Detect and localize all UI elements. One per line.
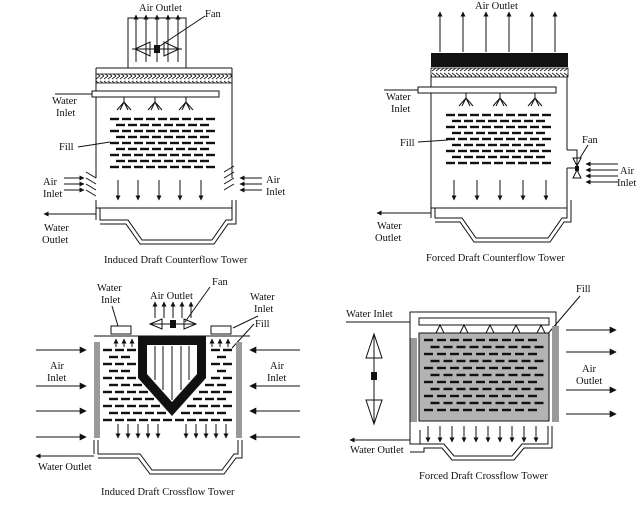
right-louvers: [223, 165, 235, 191]
caption-forced-counterflow: Forced Draft Counterflow Tower: [426, 253, 565, 264]
air-inlet-right-label-2: Inlet: [266, 187, 285, 198]
fill-leader: [77, 141, 111, 148]
air-outlet-label: Air Outlet: [475, 1, 518, 12]
cold-water-basin: [95, 200, 237, 245]
air-outlet-label-2: Outlet: [576, 376, 602, 387]
falling-water-arrows: [115, 180, 204, 201]
fan-label: Fan: [582, 135, 599, 146]
air-inlet-left-arrows: [36, 346, 87, 441]
fill-label: Fill: [255, 319, 270, 330]
water-outlet-label-1: Water: [377, 221, 402, 232]
cold-water-basin: [430, 200, 572, 243]
air-outlet-arrows: [152, 301, 194, 318]
fan-icon: [132, 41, 182, 57]
drift-eliminator: [430, 67, 569, 78]
air-inlet-left-label-2: Inlet: [43, 189, 62, 200]
water-outlet-label: Water Outlet: [38, 462, 92, 473]
air-inlet-left-label-1: Air: [43, 177, 58, 188]
fill-label: Fill: [576, 284, 591, 295]
water-inlet-right-label-1: Water: [250, 292, 275, 303]
water-outlet-label: Water Outlet: [350, 445, 404, 456]
drift-eliminator: [95, 73, 233, 84]
tower-casing: [430, 77, 568, 209]
left-louvers: [85, 171, 97, 197]
water-outlet-label-2: Outlet: [375, 233, 401, 244]
air-inlet-right-label-1: Air: [270, 361, 285, 372]
fan-icon: [572, 157, 582, 179]
fan-leader: [579, 144, 589, 159]
fan-leader: [159, 15, 206, 47]
falling-water-arrows: [115, 424, 229, 439]
water-distribution-pipe: [417, 86, 557, 94]
caption-induced-counterflow: Induced Draft Counterflow Tower: [104, 255, 248, 266]
water-distribution-pipe: [91, 90, 220, 98]
spray-nozzles: [116, 97, 194, 111]
fan-housing: [567, 149, 578, 169]
fan-label: Fan: [212, 277, 229, 288]
fill-media: [424, 338, 544, 412]
water-inlet-label-2: Inlet: [56, 108, 75, 119]
air-outlet-arrows: [437, 11, 558, 52]
top-casing: [409, 311, 557, 326]
hot-water-basin-right: [210, 325, 232, 335]
air-inlet-left-arrows: [64, 175, 85, 193]
left-louver: [94, 342, 100, 438]
fill-media: [446, 113, 551, 165]
left-louver: [410, 338, 417, 422]
fill-media: [110, 117, 215, 169]
water-outlet-label-2: Outlet: [42, 235, 68, 246]
right-louver: [236, 342, 242, 438]
water-inlet-label-1: Water: [52, 96, 77, 107]
right-louver: [552, 326, 559, 422]
air-inlet-right-arrows: [249, 346, 300, 441]
water-distribution-pipe: [418, 317, 550, 326]
air-inlet-arrows: [585, 161, 618, 185]
hot-water-basin-left: [110, 325, 132, 335]
water-inlet-left-label-1: Water: [97, 283, 122, 294]
air-inlet-right-label-2: Inlet: [267, 373, 286, 384]
air-inlet-label-2: Inlet: [617, 178, 636, 189]
air-outlet-label: Air Outlet: [139, 3, 182, 14]
water-distribution-arrows: [113, 338, 231, 347]
water-inlet-right-label-2: Inlet: [254, 304, 273, 315]
fan-label: Fan: [205, 9, 222, 20]
fan-icon: [365, 332, 383, 426]
air-inlet-label-1: Air: [620, 166, 635, 177]
water-outlet-label-1: Water: [44, 223, 69, 234]
water-inlet-left-label-2: Inlet: [101, 295, 120, 306]
air-outlet-arrows: [566, 326, 617, 418]
air-outlet-label: Air Outlet: [150, 291, 193, 302]
forced-counterflow-tower: Air Outlet Water Inlet Fill Fan: [375, 1, 636, 264]
air-inlet-right-arrows: [239, 175, 262, 193]
cold-water-basin: [409, 426, 553, 461]
fill-leader: [417, 139, 449, 143]
forced-crossflow-tower: Water Inlet Fill: [346, 284, 617, 482]
water-inlet-label-1: Water: [386, 92, 411, 103]
fill-label: Fill: [59, 142, 74, 153]
falling-water-arrows: [451, 180, 549, 201]
fill-label: Fill: [400, 138, 415, 149]
drift-eliminator-cap: [431, 53, 568, 67]
cold-water-basin: [93, 440, 243, 475]
air-inlet-right-label-1: Air: [266, 175, 281, 186]
caption-induced-crossflow: Induced Draft Crossflow Tower: [101, 487, 235, 498]
air-outlet-label-1: Air: [582, 364, 597, 375]
air-inlet-left-label-2: Inlet: [47, 373, 66, 384]
spray-nozzles: [435, 323, 546, 334]
fill-media: [103, 348, 232, 422]
fan-icon: [148, 318, 198, 330]
caption-forced-crossflow: Forced Draft Crossflow Tower: [419, 471, 548, 482]
air-inlet-left-label-1: Air: [50, 361, 65, 372]
falling-water-arrows: [425, 426, 539, 443]
induced-crossflow-tower: Water Inlet Air Outlet Fan Water Inlet F…: [35, 277, 300, 498]
water-inlet-label: Water Inlet: [346, 309, 393, 320]
induced-counterflow-tower: Air Outlet Fan Water Inlet Fill: [42, 3, 285, 266]
water-inlet-label-2: Inlet: [391, 104, 410, 115]
plenum-lines: [154, 346, 190, 400]
spray-nozzles: [458, 93, 543, 107]
